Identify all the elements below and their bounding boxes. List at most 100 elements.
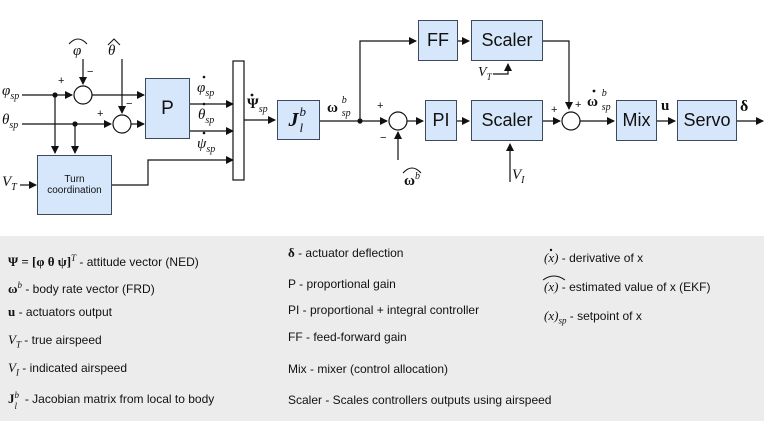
legend-jacobian-sup: b — [14, 390, 20, 400]
mix-label: Mix — [622, 110, 651, 131]
legend-jacobian-symbol: J — [8, 391, 15, 406]
omega-sp-sub: sp — [341, 108, 351, 119]
legend-vi-symbol: V — [8, 360, 16, 375]
p-gain-label: P — [161, 97, 174, 119]
phi-sp-symbol: φ — [2, 83, 11, 99]
signal-mux-bar — [232, 60, 245, 181]
sign-plus-phi: + — [58, 75, 65, 87]
scaler-pi-block: Scaler — [471, 100, 543, 141]
legend-omega: ωb - body rate vector (FRD) — [8, 277, 155, 297]
phi-sp-label: φsp — [2, 84, 19, 102]
sign-minus-theta: − — [126, 98, 133, 110]
legend-u: u - actuators output — [8, 304, 112, 320]
legend-delta: δ - actuator deflection — [288, 245, 403, 261]
legend-vt-text: - true airspeed — [20, 333, 102, 347]
pi-controller-label: PI — [432, 110, 450, 131]
legend-derivative-text: - derivative of x — [558, 251, 644, 265]
legend-panel: Ψ = [φ θ ψ]T - attitude vector (NED) ωb … — [0, 236, 764, 421]
sum-junction-rate — [388, 111, 408, 131]
sum-junction-theta — [112, 114, 132, 134]
vt-input-label: VT — [2, 175, 17, 193]
psi-vec-sp-symbol: Ψ — [247, 96, 259, 112]
jacobian-block: J b l — [277, 100, 320, 140]
omegadot-sp-label: ω b sp — [587, 89, 614, 113]
sign-plus-pi: + — [551, 104, 558, 116]
legend-vi-sub: I — [15, 367, 19, 378]
legend-pi: PI - proportional + integral controller — [288, 303, 480, 317]
psidot-sp-label: ψsp — [197, 137, 215, 155]
omega-hat-mark — [402, 167, 422, 174]
thetadot-sp-label: θsp — [198, 108, 214, 126]
legend-jacobian-sub: l — [14, 401, 18, 411]
phidot-sp-symbol: φ — [197, 80, 206, 96]
omega-dot-mark — [592, 89, 596, 93]
pi-controller-block: PI — [425, 100, 457, 141]
legend-psi-text: - attitude vector (NED) — [76, 255, 199, 269]
legend-u-symbol: u — [8, 304, 16, 319]
legend-setpoint: (x)sp - setpoint of x — [544, 308, 642, 328]
omegadot-sp-sub: sp — [601, 102, 611, 113]
jacobian-label: J — [288, 108, 299, 131]
legend-derivative-symbol: (x) — [544, 250, 559, 265]
psidot-sp-symbol: ψ — [197, 136, 207, 152]
sign-plus-ff: + — [575, 99, 582, 111]
servo-label: Servo — [683, 110, 731, 131]
legend-jacobian-text: - Jacobian matrix from local to body — [21, 392, 215, 406]
vt-input-sub: T — [11, 182, 17, 193]
u-label: u — [661, 98, 670, 114]
theta-dot-mark — [202, 102, 206, 106]
legend-estimated-symbol: (x) — [544, 279, 559, 294]
legend-scaler: Scaler - Scales controllers outputs usin… — [288, 393, 552, 407]
legend-estimated: (x) - estimated value of x (EKF) — [542, 275, 711, 295]
legend-omega-symbol: ω — [8, 281, 18, 296]
theta-sp-symbol: θ — [2, 112, 10, 128]
sum-junction-phi — [73, 85, 93, 105]
scaler-pi-label: Scaler — [481, 110, 533, 131]
legend-setpoint-sub: sp — [558, 315, 567, 326]
legend-vt-symbol: V — [8, 332, 16, 347]
vi-sub: I — [521, 175, 525, 186]
jacobian-sup: b — [299, 104, 307, 119]
vt-input-symbol: V — [2, 174, 12, 190]
mix-block: Mix — [616, 100, 657, 141]
legend-vi: VI - indicated airspeed — [8, 360, 127, 380]
phi-hat-label: φ — [73, 43, 82, 59]
phi-sp-sub: sp — [10, 91, 20, 102]
legend-derivative: (x) - derivative of x — [544, 248, 644, 266]
phidot-sp-label: φsp — [197, 81, 214, 99]
legend-delta-text: - actuator deflection — [294, 246, 404, 260]
theta-hat-label: θ — [108, 43, 116, 59]
psi-dot-mark — [202, 131, 206, 135]
theta-hat-mark — [107, 38, 121, 46]
vt-scaler-symbol: V — [478, 65, 487, 80]
scaler-ff-label: Scaler — [481, 30, 533, 51]
phi-hat-mark — [68, 38, 88, 45]
block-diagram: P Turn coordination J b l FF Scaler PI S… — [2, 20, 764, 215]
omega-sp-label: ω b sp — [327, 96, 354, 119]
psidot-sp-sub: sp — [206, 144, 216, 155]
thetadot-sp-symbol: θ — [198, 107, 206, 123]
legend-vt-sub: T — [15, 339, 21, 350]
sign-minus-phi: − — [87, 66, 94, 78]
legend-delta-symbol: δ — [288, 245, 295, 260]
theta-sp-sub: sp — [9, 120, 19, 131]
sum-junction-ff — [561, 111, 581, 131]
omega-hat-label: ωb — [404, 172, 420, 189]
legend-setpoint-symbol: (x) — [544, 308, 559, 323]
legend-ff: FF - feed-forward gain — [288, 330, 407, 344]
vt-scaler-label: VT — [478, 66, 492, 82]
legend-mix: Mix - mixer (control allocation) — [288, 362, 449, 376]
delta-label: δ — [740, 98, 749, 115]
ff-gain-block: FF — [418, 20, 458, 61]
psi-vec-sp-label: Ψsp — [247, 97, 268, 115]
legend-psi-sup: T — [71, 253, 77, 263]
ff-gain-label: FF — [427, 30, 449, 51]
diagram-wires — [20, 37, 764, 189]
thetadot-sp-sub: sp — [205, 115, 215, 126]
psi-vec-sp-sub: sp — [258, 104, 268, 115]
phi-dot-mark — [202, 75, 206, 79]
legend-p: P - proportional gain — [288, 277, 396, 291]
turn-coordination-label: Turn coordination — [47, 173, 102, 197]
